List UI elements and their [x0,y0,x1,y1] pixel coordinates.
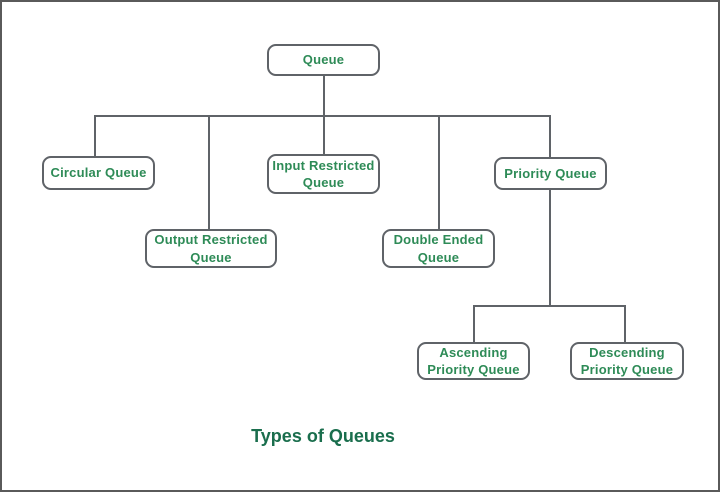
node-label: Priority Queue [504,165,597,181]
connector-drop-ascending [473,305,475,343]
node-label: Circular Queue [50,165,147,181]
node-label: Queue [302,52,345,68]
node-circular-queue: Circular Queue [42,156,155,190]
node-queue: Queue [267,44,380,76]
connector-queue-stem [323,76,325,117]
connector-priority-stem [549,190,551,306]
connector-drop-output-restricted [208,115,210,231]
connector-drop-circular-queue [94,115,96,157]
connector-level1-bar [94,115,551,117]
node-priority-queue: Priority Queue [494,157,607,190]
diagram-title: Types of Queues [251,426,395,446]
connector-drop-double-ended [438,115,440,231]
connector-drop-descending [624,305,626,343]
connector-level2-bar [473,305,626,307]
connector-drop-priority-queue [549,115,551,158]
connector-drop-input-restricted [323,115,325,155]
